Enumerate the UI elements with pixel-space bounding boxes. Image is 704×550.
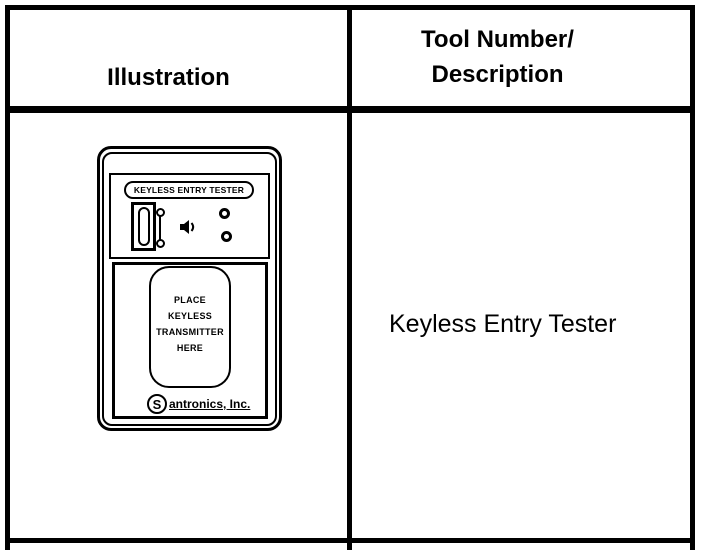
table-border-left xyxy=(5,5,10,550)
table-border-right xyxy=(690,5,695,550)
pad-text-line: KEYLESS xyxy=(167,311,213,321)
speaker-icon xyxy=(178,218,196,241)
led-indicator-top xyxy=(219,208,230,219)
header-tool-number-line1: Tool Number/ xyxy=(421,26,574,53)
keyless-entry-tester-illustration: KEYLESS ENTRY TESTER PLACE KEYLESS TRANS… xyxy=(97,146,282,431)
brand-s-icon: S xyxy=(147,394,167,414)
header-tool-number-description: Tool Number/ Description xyxy=(352,22,643,92)
power-slider-slot xyxy=(138,207,150,246)
header-illustration: Illustration xyxy=(107,64,230,91)
toggle-switch-bottom-dot xyxy=(156,239,165,248)
pad-text-line: HERE xyxy=(176,343,204,353)
tool-description: Keyless Entry Tester xyxy=(389,310,617,338)
pad-text-line: PLACE xyxy=(173,295,206,305)
led-indicator-bottom xyxy=(221,231,232,242)
brand-logo: S antronics, Inc. xyxy=(147,394,250,414)
header-tool-number-line2: Description xyxy=(431,61,564,88)
brand-name: antronics, Inc. xyxy=(169,397,251,411)
transmitter-placement-pad: PLACE KEYLESS TRANSMITTER HERE xyxy=(149,266,231,388)
power-slider xyxy=(131,202,156,251)
device-title-label: KEYLESS ENTRY TESTER xyxy=(124,181,254,199)
device-transmitter-panel xyxy=(112,262,268,419)
toggle-switch-shaft xyxy=(159,216,161,240)
table-column-divider xyxy=(347,5,352,550)
pad-text-line: TRANSMITTER xyxy=(156,327,224,337)
